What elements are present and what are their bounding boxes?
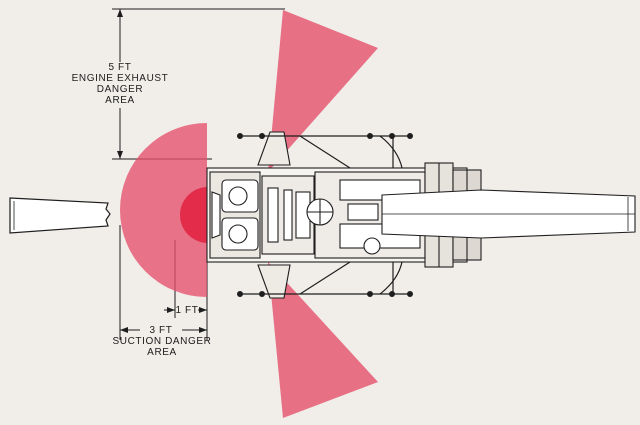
exhaust-caption-line-1: ENGINE EXHAUST [71,73,169,84]
suction-small-distance-label: 1 FT [175,305,199,316]
exhaust-danger-area-lower [268,262,378,418]
exhaust-caption-line-3: AREA [105,95,135,106]
dimension-arrowheads [117,9,207,333]
intake-duct [9,197,111,234]
suction-1ft-arrow-right [199,307,207,313]
mount-points [237,133,413,297]
exhaust-distance-label: 5 FT [108,62,132,73]
suction-3ft-arrow-left [120,327,128,333]
exhaust-stubs [257,131,291,299]
suction-danger-core [180,187,208,243]
suction-caption-line-1: SUCTION DANGER [112,336,212,347]
suction-1ft-arrow-left [167,307,175,313]
suction-danger-area [120,123,207,297]
exhaust-tailpipe [381,189,636,239]
exhaust-arrow-top [117,9,123,17]
suction-distance-label: 3 FT [149,325,173,336]
mounting-frame [240,135,412,295]
exhaust-caption-line-2: DANGER [96,84,144,95]
suction-3ft-arrow-right [199,327,207,333]
exhaust-arrow-bottom [117,151,123,159]
suction-caption-line-2: AREA [147,347,177,358]
exhaust-danger-area-upper [268,10,378,172]
